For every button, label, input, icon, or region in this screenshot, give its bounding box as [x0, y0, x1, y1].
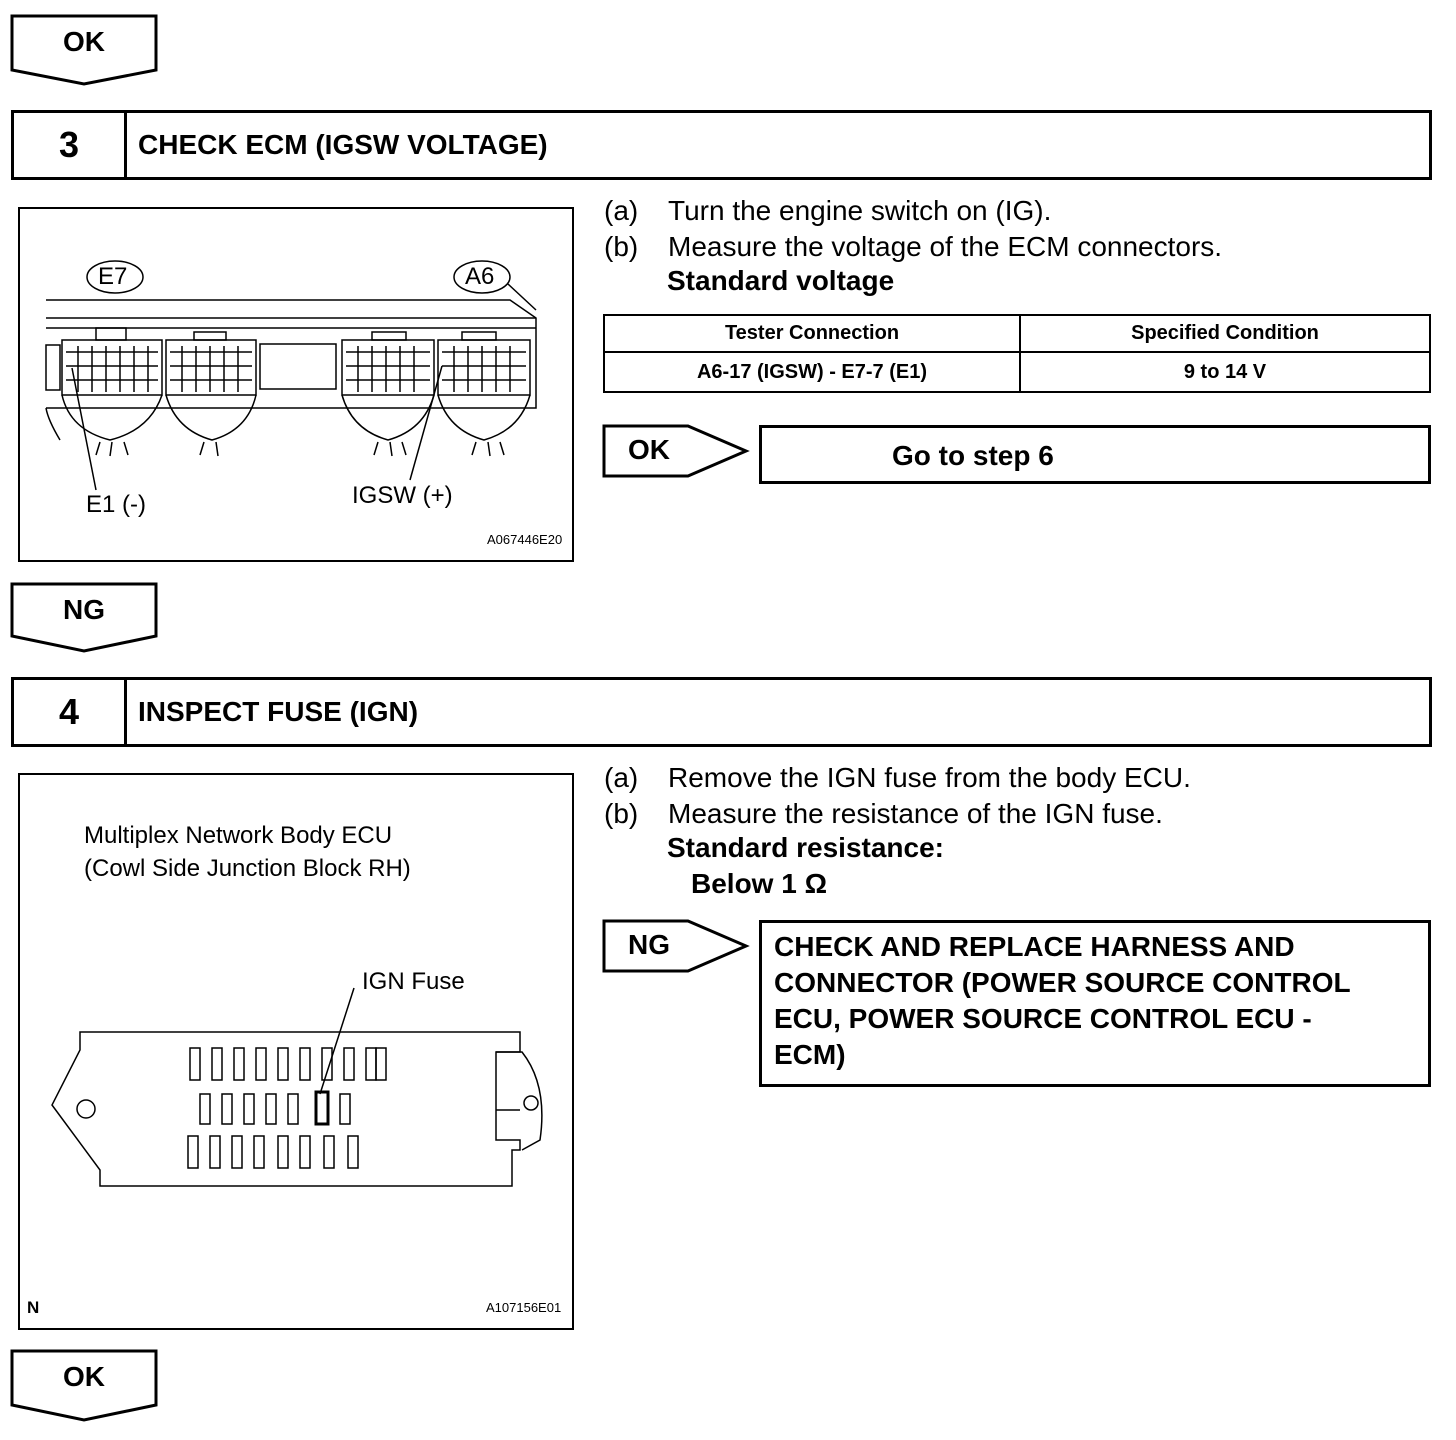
branch-result-line: ECU, POWER SOURCE CONTROL ECU - — [774, 1003, 1312, 1034]
branch-result-line: CONNECTOR (POWER SOURCE CONTROL — [774, 967, 1351, 998]
instruction-letter: (b) — [604, 798, 639, 829]
fuse-row-2 — [199, 1090, 351, 1126]
step-title: INSPECT FUSE (IGN) — [138, 696, 419, 727]
spec-table: Tester Connection Specified Condition A6… — [603, 314, 1431, 393]
table-cell: 9 to 14 V — [1019, 351, 1431, 393]
figure-title-line-1: Multiplex Network Body ECU — [84, 822, 393, 849]
step-number: 4 — [14, 680, 127, 744]
table-header: Specified Condition — [1019, 314, 1431, 353]
fuse-row-3 — [187, 1135, 359, 1169]
branch-result-box-ng: CHECK AND REPLACE HARNESS AND CONNECTOR … — [759, 920, 1431, 1087]
instruction-text: Turn the engine switch on (IG). — [668, 195, 1052, 226]
figure-ecm-frame — [18, 207, 574, 562]
branch-arrow-ng — [602, 919, 750, 973]
flow-label-ok-top: OK — [63, 26, 105, 57]
instruction-letter: (a) — [604, 762, 639, 793]
branch-result-line: ECM) — [774, 1039, 846, 1070]
flow-label-ng-mid: NG — [63, 594, 105, 625]
figure-corner-mark: N — [27, 1298, 40, 1317]
flow-arrow-ok-bottom — [10, 1349, 158, 1422]
branch-arrow-ok — [602, 424, 750, 478]
step-title: CHECK ECM (IGSW VOLTAGE) — [138, 129, 548, 160]
probe-label-igsw: IGSW (+) — [352, 482, 453, 509]
fuse-row-1 — [189, 1047, 387, 1081]
step-number: 3 — [14, 113, 127, 177]
flow-arrow-ok-top — [10, 14, 158, 86]
instruction-text: Measure the voltage of the ECM connector… — [668, 231, 1223, 262]
table-header: Tester Connection — [603, 314, 1021, 353]
figure-code: A107156E01 — [486, 1300, 562, 1315]
junction-block-drawing — [51, 987, 543, 1187]
probe-label-e1: E1 (-) — [86, 491, 146, 518]
instruction-letter: (b) — [604, 231, 639, 262]
figure-fuse-frame — [18, 773, 574, 1330]
branch-label-ok: OK — [628, 434, 670, 465]
flow-arrow-ng-mid — [10, 582, 158, 653]
spec-value: Below 1 Ω — [691, 868, 828, 899]
figure-code: A067446E20 — [487, 532, 563, 547]
step-4-header: 4 INSPECT FUSE (IGN) — [11, 677, 1432, 747]
table-cell: A6-17 (IGSW) - E7-7 (E1) — [603, 351, 1021, 393]
branch-result-text: Go to step 6 — [892, 440, 1054, 471]
branch-result-line: CHECK AND REPLACE HARNESS AND — [774, 931, 1295, 962]
branch-label-ng: NG — [628, 929, 670, 960]
table-row: A6-17 (IGSW) - E7-7 (E1) 9 to 14 V — [603, 351, 1431, 393]
ign-fuse-label: IGN Fuse — [362, 968, 465, 995]
branch-result-box-ok: Go to step 6 — [759, 425, 1431, 484]
connector-id-a6: A6 — [465, 263, 495, 290]
step-3-header: 3 CHECK ECM (IGSW VOLTAGE) — [11, 110, 1432, 180]
spec-title: Standard resistance: — [667, 832, 944, 863]
table-header-row: Tester Connection Specified Condition — [603, 314, 1431, 353]
instruction-text: Remove the IGN fuse from the body ECU. — [668, 762, 1191, 793]
ecm-connector-drawing — [45, 260, 537, 491]
connector-id-e7: E7 — [98, 263, 128, 290]
instruction-text: Measure the resistance of the IGN fuse. — [668, 798, 1163, 829]
ign-fuse-highlight — [314, 1090, 330, 1126]
flow-label-ok-bottom: OK — [63, 1361, 105, 1392]
spec-title: Standard voltage — [667, 265, 895, 296]
instruction-letter: (a) — [604, 195, 639, 226]
figure-title-line-2: (Cowl Side Junction Block RH) — [84, 855, 411, 882]
